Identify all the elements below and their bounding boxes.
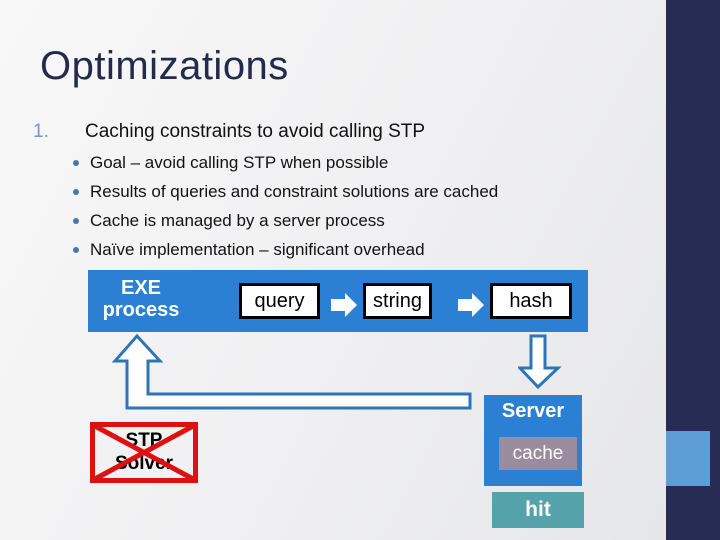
exe-process-label-line1: EXE bbox=[120, 277, 162, 299]
exe-process-label-line2: process bbox=[102, 299, 180, 321]
exe-process-label: EXE process bbox=[98, 277, 184, 321]
down-arrow-icon bbox=[518, 334, 562, 390]
stp-solver-box: STP Solver bbox=[90, 422, 198, 483]
page-title: Optimizations bbox=[40, 44, 289, 88]
string-box: string bbox=[363, 283, 432, 319]
list-heading: Caching constraints to avoid calling STP bbox=[85, 121, 426, 142]
accent-bar bbox=[666, 0, 720, 540]
hash-box: hash bbox=[490, 283, 572, 319]
stp-solver-label-line2: Solver bbox=[114, 453, 174, 474]
accent-square bbox=[666, 431, 710, 486]
right-arrow-icon bbox=[458, 293, 484, 317]
bullet-list: Goal – avoid calling STP when possible R… bbox=[73, 148, 498, 264]
hit-badge: hit bbox=[492, 492, 584, 528]
server-label: Server bbox=[501, 400, 565, 422]
list-number: 1. bbox=[33, 121, 49, 142]
list-item: Results of queries and constraint soluti… bbox=[73, 177, 498, 206]
stp-solver-label-line1: STP bbox=[125, 430, 163, 451]
right-arrow-icon bbox=[331, 293, 357, 317]
up-elbow-arrow-icon bbox=[111, 333, 472, 410]
exe-process-bar: EXE process query string hash bbox=[88, 270, 588, 332]
stp-solver-label: STP Solver bbox=[90, 429, 198, 475]
query-box: query bbox=[239, 283, 320, 319]
cache-box: cache bbox=[499, 437, 577, 470]
list-item: Cache is managed by a server process bbox=[73, 206, 498, 235]
server-box: Server cache bbox=[484, 395, 582, 486]
list-item: Goal – avoid calling STP when possible bbox=[73, 148, 498, 177]
list-item: Naïve implementation – significant overh… bbox=[73, 235, 498, 264]
